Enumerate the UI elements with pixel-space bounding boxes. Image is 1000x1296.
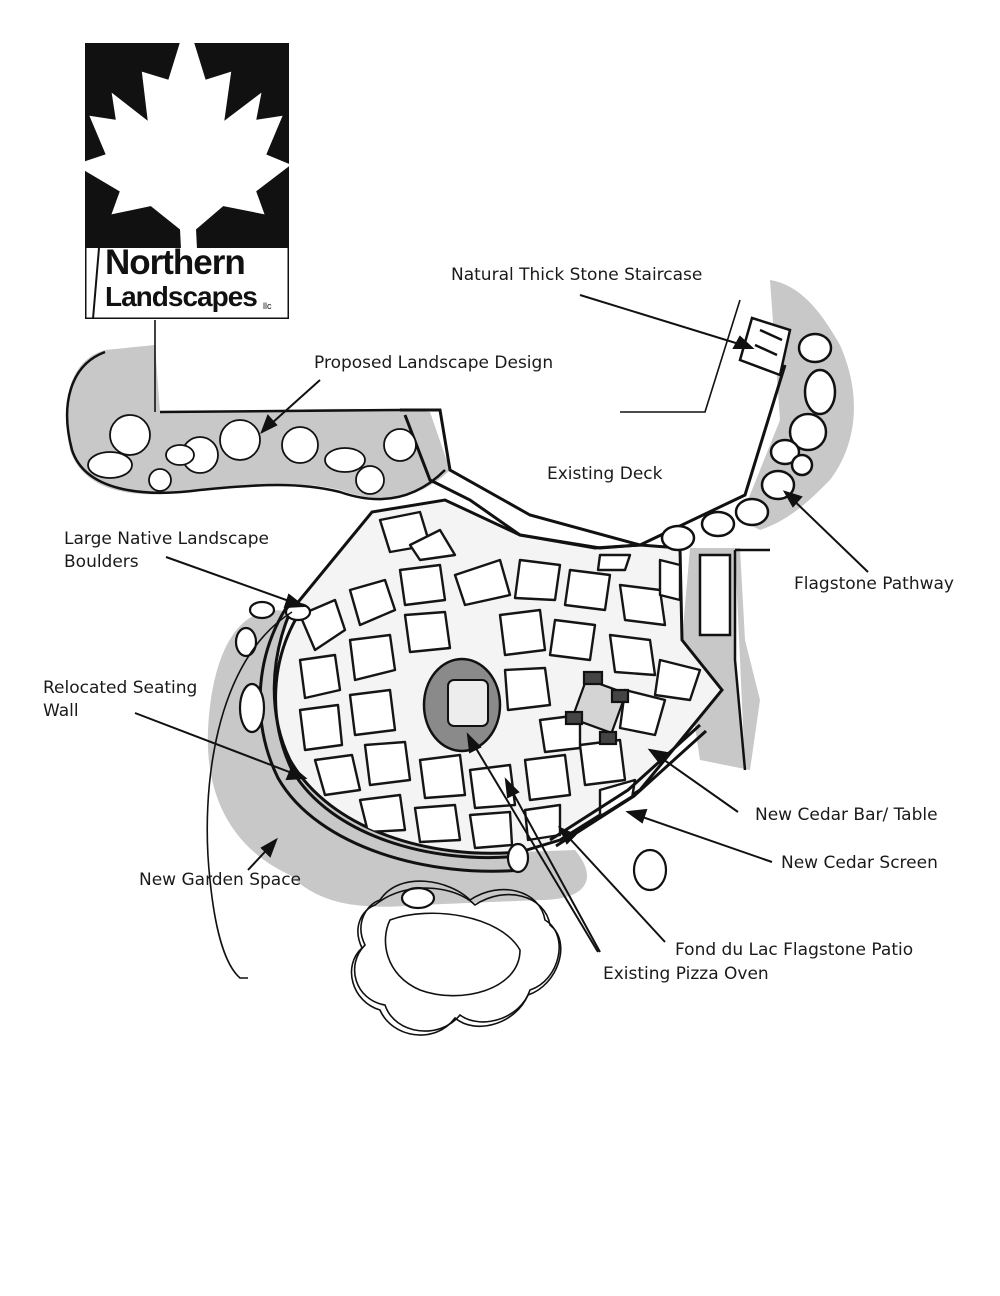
label-proposed-landscape-design: Proposed Landscape Design (314, 353, 554, 373)
label-new-garden-space: New Garden Space (139, 870, 301, 890)
pathway-shade (740, 280, 854, 530)
new-cedar-screen (549, 723, 708, 848)
existing-deck (400, 364, 787, 550)
new-garden-space-area (207, 610, 588, 907)
large-native-landscape-boulders (234, 600, 668, 910)
proposed-landscape-design-bed (65, 350, 446, 501)
label-new-cedar-bar-table: New Cedar Bar/ Table (755, 805, 938, 825)
maple-leaf-icon (74, 19, 291, 321)
label-natural-thick-stone-staircase: Natural Thick Stone Staircase (451, 265, 703, 285)
label-relocated-seating-wall-line2: Wall (43, 701, 79, 721)
label-existing-pizza-oven: Existing Pizza Oven (603, 964, 769, 984)
new-cedar-bar-table (564, 670, 630, 746)
label-existing-deck: Existing Deck (547, 464, 663, 484)
east-structure (698, 548, 770, 771)
label-flagstone-pathway: Flagstone Pathway (794, 574, 954, 594)
logo-llc-suffix: llc (263, 301, 272, 311)
northern-landscapes-logo: Northern Landscapes llc (74, 19, 291, 321)
existing-pizza-oven (422, 657, 502, 753)
natural-thick-stone-staircase (738, 316, 792, 377)
label-large-native-landscape-boulders-line2: Boulders (64, 552, 139, 572)
logo-word-landscapes: Landscapes (105, 281, 258, 312)
label-new-cedar-screen: New Cedar Screen (781, 853, 938, 873)
leader-arrows (134, 294, 869, 953)
label-large-native-landscape-boulders-line1: Large Native Landscape (64, 529, 270, 549)
label-fond-du-lac-flagstone-patio: Fond du Lac Flagstone Patio (675, 940, 914, 960)
fond-du-lac-flagstone-patio (272, 498, 724, 855)
tree-canopy (350, 880, 562, 1036)
property-line (154, 299, 741, 979)
shrub-plantings (87, 414, 417, 495)
flagstone-pathway-stones (660, 332, 837, 552)
logo-word-northern: Northern (105, 243, 246, 282)
label-relocated-seating-wall-line1: Relocated Seating (43, 678, 198, 698)
